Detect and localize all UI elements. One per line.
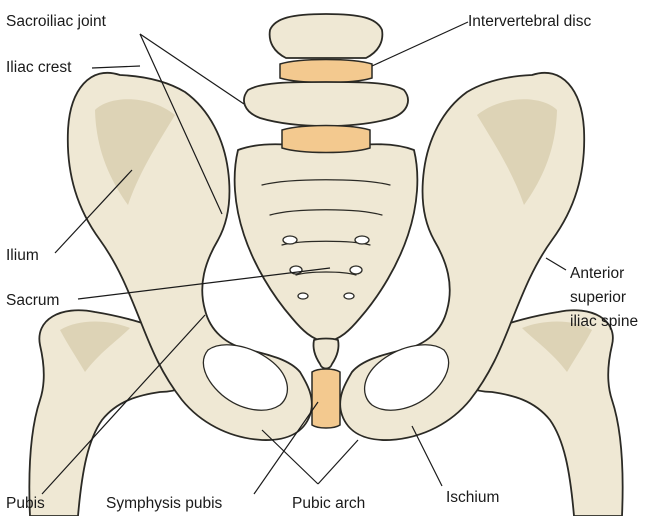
leader-pubic-arch-right [318,440,358,484]
label-sacroiliac-joint: Sacroiliac joint [6,13,107,30]
sacral-foramen [344,293,354,299]
sacral-foramen [283,236,297,244]
label-ischium: Ischium [446,489,499,506]
leader-intervertebral-disc [372,22,468,66]
pelvis-illustration [29,14,622,516]
label-ilium: Ilium [6,247,39,264]
leader-iliac-crest [92,66,140,68]
label-symphysis-pubis: Symphysis pubis [106,495,223,512]
lower-lumbar-vertebra [244,82,408,126]
sacral-foramen [355,236,369,244]
label-sacrum: Sacrum [6,292,59,309]
intervertebral-disc-lower [282,126,370,153]
leader-pubic-arch-left [262,430,318,484]
label-iliac-crest: Iliac crest [6,59,72,76]
label-anterior-superior-iliac-spine-line2: superior [570,289,626,306]
symphysis-cartilage [312,369,340,428]
sacral-foramen [350,266,362,274]
coccyx [313,339,338,369]
label-pubis: Pubis [6,495,45,512]
leader-anterior-superior-iliac-spine [546,258,566,270]
label-anterior-superior-iliac-spine-line1: Anterior [570,265,624,282]
sacral-foramen [298,293,308,299]
leader-ischium [412,426,442,486]
label-intervertebral-disc: Intervertebral disc [468,13,591,30]
sacrum-bone [235,144,418,342]
upper-lumbar-vertebra [270,14,383,58]
label-pubic-arch: Pubic arch [292,495,365,512]
intervertebral-disc-upper [280,60,372,83]
label-anterior-superior-iliac-spine-line3: iliac spine [570,313,638,330]
